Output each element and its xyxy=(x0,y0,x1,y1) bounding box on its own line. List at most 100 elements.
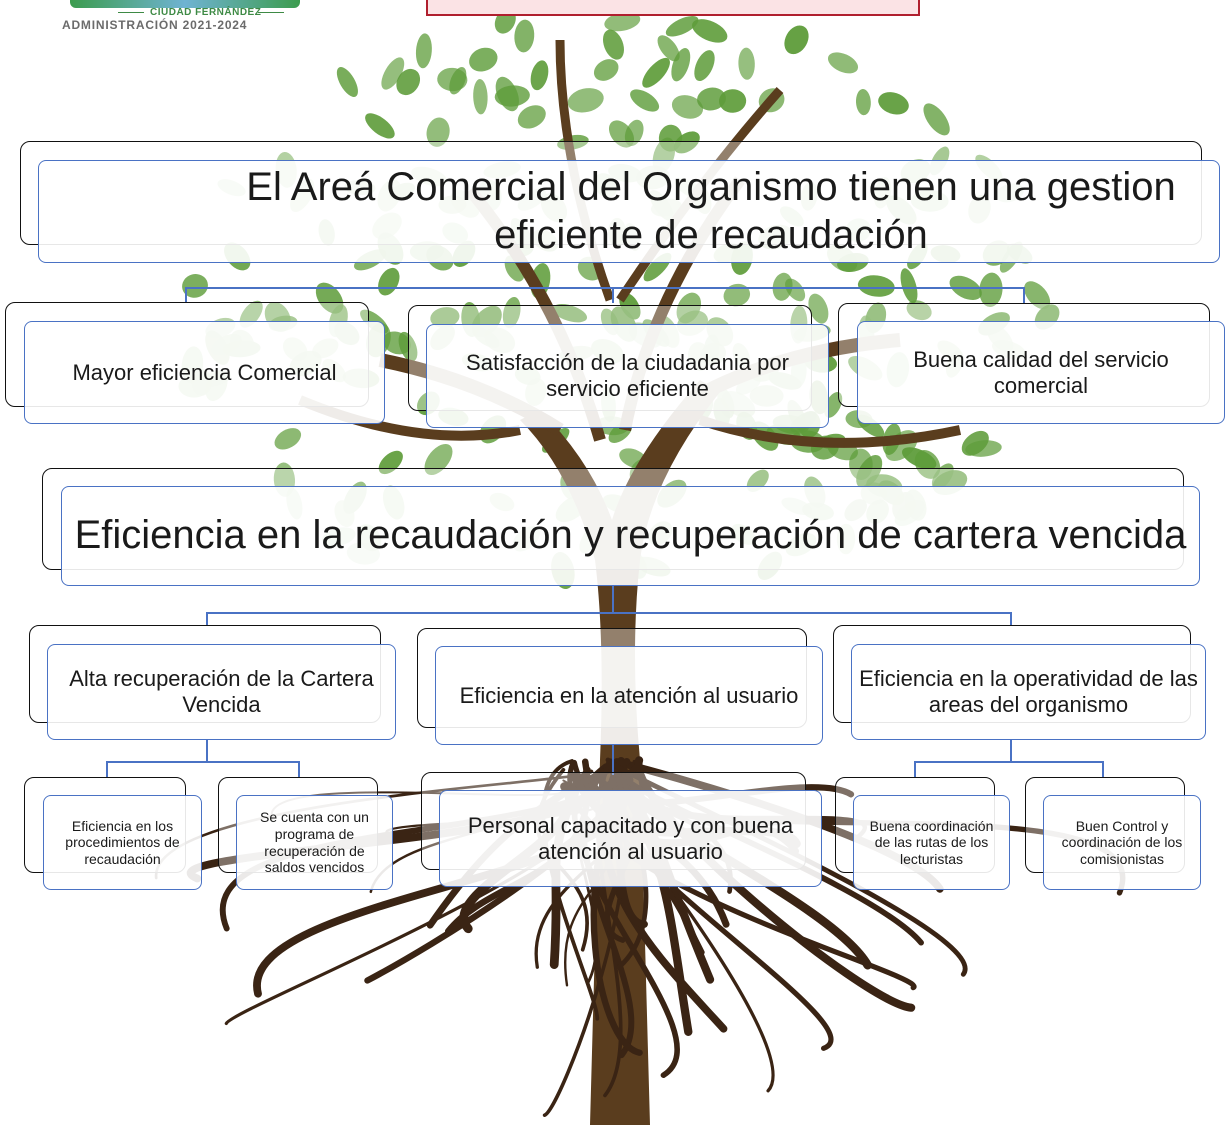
activity-text-4: Buena coordinación de las rutas de los l… xyxy=(869,817,994,867)
logo-city-text: CIUDAD FERNÁNDEZ xyxy=(150,7,262,18)
component-text-1: Alta recuperación de la Cartera Vencida xyxy=(69,666,374,717)
connector-line xyxy=(206,612,208,626)
leaf-shape xyxy=(430,307,460,328)
connector-line xyxy=(612,586,614,614)
connector-line xyxy=(1102,761,1104,777)
logo-graphic xyxy=(70,0,300,8)
end-box-1: Mayor eficiencia Comercial xyxy=(24,321,385,424)
leaf-shape xyxy=(691,19,728,43)
leaf-shape xyxy=(378,267,400,296)
leaf-shape xyxy=(437,67,468,92)
connector-line xyxy=(298,761,300,777)
municipal-logo: CIUDAD FERNÁNDEZ ADMINISTRACIÓN 2021-202… xyxy=(62,0,312,34)
activity-box-4: Buena coordinación de las rutas de los l… xyxy=(853,795,1010,890)
activity-text-2: Se cuenta con un programa de recuperació… xyxy=(260,809,369,876)
leaf-shape xyxy=(697,87,726,111)
leaf-shape xyxy=(827,52,859,74)
leaf-shape xyxy=(658,124,683,152)
end-text-2: Satisfacción de la ciudadania por servic… xyxy=(466,350,789,401)
end-text-3: Buena calidad del servicio comercial xyxy=(913,346,1169,398)
central-purpose-box: Eficiencia en la recaudación y recuperac… xyxy=(61,486,1200,586)
activity-box-5: Buen Control y coordinación de los comis… xyxy=(1043,795,1201,890)
leaf-shape xyxy=(878,92,909,115)
component-text-3: Eficiencia en la operatividad de las are… xyxy=(859,666,1198,717)
leaf-shape xyxy=(552,304,588,323)
leaf-shape xyxy=(657,35,680,62)
leaf-shape xyxy=(424,443,453,476)
leaf-shape xyxy=(914,449,941,479)
activity-box-2: Se cuenta con un programa de recuperació… xyxy=(236,795,393,890)
end-box-3: Buena calidad del servicio comercial xyxy=(857,321,1225,424)
logo-administration-text: ADMINISTRACIÓN 2021-2024 xyxy=(62,18,248,32)
leaf-shape xyxy=(906,300,932,321)
leaf-shape xyxy=(719,89,747,113)
leaf-shape xyxy=(676,292,702,324)
leaf-shape xyxy=(642,57,670,88)
leaf-shape xyxy=(604,11,641,32)
leaf-shape xyxy=(336,66,358,98)
component-box-2: Eficiencia en la atención al usuario xyxy=(435,646,823,745)
leaf-shape xyxy=(495,76,519,112)
central-purpose-text: Eficiencia en la recaudación y recuperac… xyxy=(74,513,1187,558)
activity-box-3: Personal capacitado y con buena atención… xyxy=(439,790,822,887)
leaf-shape xyxy=(567,88,604,113)
leaf-shape xyxy=(315,282,344,314)
leaf-shape xyxy=(396,68,421,96)
leaf-shape xyxy=(274,428,302,450)
connector-line xyxy=(612,745,614,775)
leaf-shape xyxy=(772,272,793,301)
connector-line xyxy=(206,612,1012,614)
leaf-shape xyxy=(784,25,809,55)
leaf-shape xyxy=(365,113,395,139)
connector-line xyxy=(1010,740,1012,762)
leaf-shape xyxy=(900,268,918,304)
component-box-1: Alta recuperación de la Cartera Vencida xyxy=(47,644,396,740)
activity-box-1: Eficiencia en los procedimientos de reca… xyxy=(43,795,202,890)
connector-line xyxy=(1010,612,1012,626)
root-line xyxy=(634,756,916,1012)
leaf-shape xyxy=(923,103,950,136)
leaf-shape xyxy=(530,60,549,91)
leaf-shape xyxy=(738,47,755,80)
leaf-shape xyxy=(473,79,488,115)
leaf-shape xyxy=(965,440,1002,457)
leaf-shape xyxy=(671,95,704,119)
leaf-shape xyxy=(239,300,263,328)
leaf-shape xyxy=(1024,281,1051,310)
leaf-shape xyxy=(415,33,432,69)
leaf-shape xyxy=(593,59,619,81)
activity-text-3: Personal capacitado y con buena atención… xyxy=(467,812,794,864)
leaf-shape xyxy=(665,16,699,37)
leaf-shape xyxy=(979,272,1003,307)
leaf-shape xyxy=(630,89,660,112)
connector-line xyxy=(206,740,208,762)
connector-line xyxy=(914,761,1104,763)
leaf-shape xyxy=(723,283,751,307)
connector-line xyxy=(612,287,614,303)
header-title-box xyxy=(426,0,920,16)
activity-text-1: Eficiencia en los procedimientos de reca… xyxy=(65,817,180,867)
activity-text-5: Buen Control y coordinación de los comis… xyxy=(1061,817,1183,867)
leaf-shape xyxy=(857,275,895,297)
component-box-3: Eficiencia en la operatividad de las are… xyxy=(851,644,1206,740)
leaf-shape xyxy=(856,455,883,489)
component-text-2: Eficiencia en la atención al usuario xyxy=(459,682,799,708)
connector-line xyxy=(1023,287,1025,303)
leaf-shape xyxy=(855,89,871,116)
end-text-1: Mayor eficiencia Comercial xyxy=(72,359,337,385)
connector-line xyxy=(106,761,300,763)
leaf-shape xyxy=(514,19,535,53)
leaf-shape xyxy=(608,120,635,148)
leaf-shape xyxy=(469,47,498,72)
leaf-shape xyxy=(694,50,715,82)
leaf-shape xyxy=(602,29,625,60)
leaf-shape xyxy=(426,117,450,147)
leaf-shape xyxy=(517,105,546,129)
connector-line xyxy=(106,761,108,777)
end-box-2: Satisfacción de la ciudadania por servic… xyxy=(426,324,829,428)
leaf-shape xyxy=(808,293,829,324)
leaf-shape xyxy=(502,296,521,329)
connector-line xyxy=(914,761,916,777)
connector-line xyxy=(185,287,1025,289)
main-objective-text: El Areá Comercial del Organismo tienen u… xyxy=(246,165,1176,257)
